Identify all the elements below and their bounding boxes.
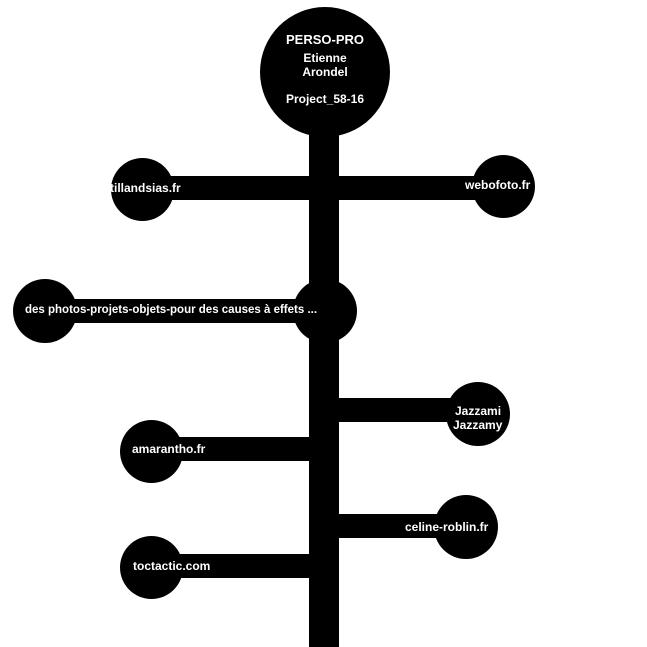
hub-name-line1: Etienne (303, 51, 347, 65)
node-toctactic[interactable] (120, 536, 183, 599)
node-photos-projets-center[interactable] (293, 279, 357, 343)
node-celine-roblin[interactable] (434, 495, 498, 559)
link-amarantho[interactable]: amarantho.fr (132, 442, 206, 456)
link-tillandsias[interactable]: tillandsias.fr (110, 181, 181, 195)
hub-node[interactable] (260, 7, 390, 137)
branch-bar-photos-projets (45, 299, 325, 323)
node-amarantho[interactable] (120, 420, 183, 483)
node-jazzami[interactable] (446, 382, 510, 446)
link-jazzami-line2[interactable]: Jazzamy (453, 418, 503, 432)
node-tillandsias[interactable] (111, 158, 174, 221)
link-celine-roblin[interactable]: celine-roblin.fr (405, 520, 489, 534)
link-photos-projets[interactable]: des photos-projets-objets-pour des cause… (25, 304, 318, 316)
node-webofoto[interactable] (472, 155, 535, 218)
link-toctactic[interactable]: toctactic.com (133, 559, 211, 573)
hub-name-line2: Arondel (302, 65, 348, 79)
node-photos-projets-left[interactable] (13, 279, 77, 343)
hub-title: PERSO-PRO (285, 32, 364, 47)
link-jazzami-line1[interactable]: Jazzami (455, 404, 502, 418)
hub-project: Project_58-16 (285, 92, 365, 106)
link-webofoto[interactable]: webofoto.fr (465, 178, 531, 192)
